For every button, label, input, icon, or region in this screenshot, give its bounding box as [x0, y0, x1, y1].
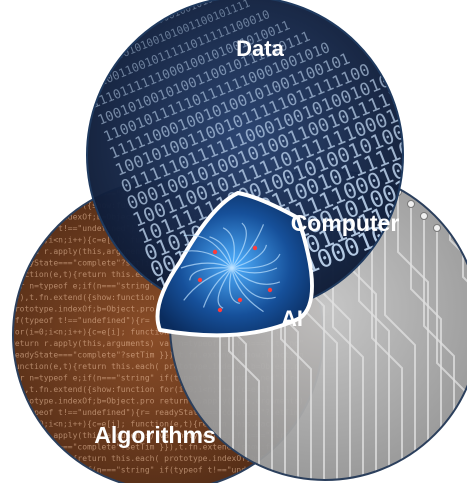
svg-text:function(e,t){return this.each: function(e,t){return this.each( prototyp…	[10, 454, 309, 463]
data-label: Data	[236, 36, 284, 61]
svg-text:}}),t.fn.extend({show:function: }}),t.fn.extend({show:function for(i=0;i…	[10, 385, 275, 394]
svg-text:prototype.indexOf;b=Object.pro: prototype.indexOf;b=Object.pro return r.…	[10, 397, 304, 406]
svg-text:readyState==="complete"?setTim: readyState==="complete"?setTim }}),t.fn.…	[10, 443, 304, 452]
svg-text:for(i=0;i<n;i++){c=e[i]; funct: for(i=0;i<n;i++){c=e[i]; function(e,t){r…	[10, 328, 280, 337]
neural-texture	[178, 222, 281, 313]
svg-text:var n=typeof e;if(n==="string": var n=typeof e;if(n==="string" if(typeof…	[10, 466, 299, 475]
svg-text:var n=typeof e;if(n==="string": var n=typeof e;if(n==="string" if(typeof…	[10, 374, 299, 383]
ai-label: AI	[281, 306, 303, 331]
data-circle: 1010010100110010111110111111010111110111…	[86, 0, 404, 314]
svg-text:readyState==="complete"?setTim: readyState==="complete"?setTim }}),t.fn.…	[10, 351, 304, 360]
svg-text:}}),t.fn.extend({show:function: }}),t.fn.extend({show:function for(i=0;i…	[10, 293, 275, 302]
algorithms-label: Algorithms	[94, 422, 215, 448]
svg-text:if(typeof t!=="undefined"){r=: if(typeof t!=="undefined"){r= readyState…	[10, 408, 299, 417]
svg-text:for(i=0;i<n;i++){c=e[i]; funct: for(i=0;i<n;i++){c=e[i]; function(e,t){r…	[10, 420, 280, 429]
ai-intersection	[155, 191, 314, 338]
binary-texture: 1010010100110010111110111111010111110111…	[87, 0, 403, 313]
svg-text:return r.apply(this,arguments): return r.apply(this,arguments) var n=typ…	[10, 339, 304, 348]
computer-label: Computer	[291, 210, 400, 236]
svg-text:return r.apply(this,arguments): return r.apply(this,arguments) var n=typ…	[10, 431, 304, 440]
svg-text:function(e,t){return this.each: function(e,t){return this.each( prototyp…	[10, 362, 309, 371]
